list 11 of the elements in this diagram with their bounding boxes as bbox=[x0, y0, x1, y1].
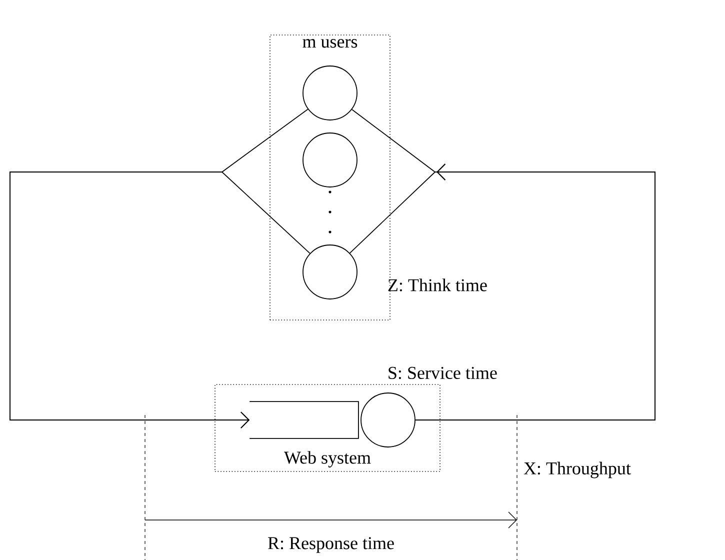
annotation: Z: Think time bbox=[388, 278, 487, 292]
annotation: X: Throughput bbox=[524, 462, 631, 478]
dotted-box: Web system bbox=[214, 384, 440, 472]
arrow bbox=[10, 172, 310, 428]
queue-box bbox=[249, 401, 359, 439]
annotation: S: Service time bbox=[388, 366, 497, 380]
circle-node bbox=[360, 392, 416, 448]
circle-node bbox=[302, 132, 358, 188]
circle-node bbox=[302, 244, 358, 300]
annotation: R: Response time bbox=[268, 537, 394, 553]
circle-node bbox=[302, 66, 358, 120]
